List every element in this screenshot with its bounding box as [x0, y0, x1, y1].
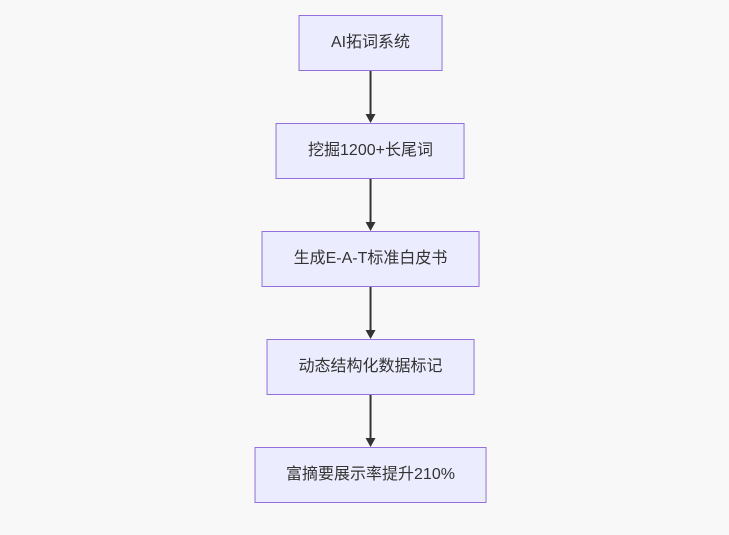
flow-node-eat-whitepaper: 生成E-A-T标准白皮书: [261, 231, 480, 287]
flow-arrow-2: [365, 179, 376, 231]
flow-arrow-3: [365, 287, 376, 339]
arrow-line: [369, 71, 372, 114]
flowchart: AI拓词系统 挖掘1200+长尾词 生成E-A-T标准白皮书 动态结构化数据标记…: [254, 15, 487, 503]
flow-node-structured-data-markup: 动态结构化数据标记: [266, 339, 475, 395]
arrow-head-icon: [365, 330, 376, 339]
flow-node-rich-snippet-result: 富摘要展示率提升210%: [254, 447, 487, 503]
arrow-line: [369, 287, 372, 330]
flow-node-longtail-mining: 挖掘1200+长尾词: [276, 123, 465, 179]
arrow-head-icon: [365, 222, 376, 231]
arrow-head-icon: [365, 114, 376, 123]
arrow-line: [369, 395, 372, 438]
flow-arrow-4: [365, 395, 376, 447]
arrow-line: [369, 179, 372, 222]
flow-arrow-1: [365, 71, 376, 123]
arrow-head-icon: [365, 438, 376, 447]
flow-node-ai-keyword-system: AI拓词系统: [298, 15, 443, 71]
